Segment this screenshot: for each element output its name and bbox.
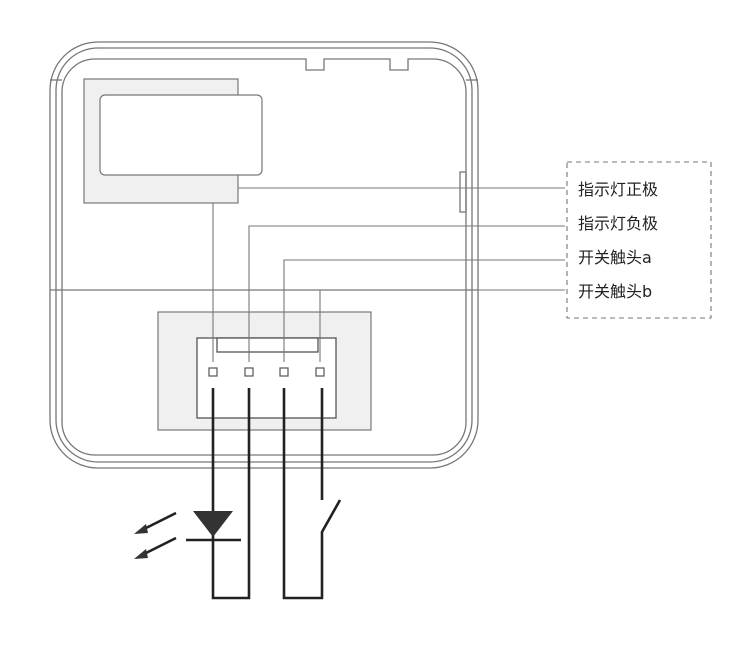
label-switch-contact-b: 开关触头b <box>578 282 653 301</box>
wire-switch-loop <box>282 388 342 600</box>
leader-line-3 <box>283 259 565 362</box>
leader-line-4 <box>319 289 565 362</box>
housing-mid <box>55 47 473 463</box>
wire-led-loop <box>211 388 251 600</box>
label-led-negative: 指示灯负极 <box>578 214 659 233</box>
light-arrow-icon <box>134 524 148 534</box>
pin-4 <box>315 367 325 377</box>
led-icon <box>193 511 233 537</box>
light-arrow-icon <box>134 549 148 559</box>
housing-outer <box>49 41 479 469</box>
label-box <box>566 161 712 319</box>
housing-inner <box>61 58 467 456</box>
indicator-window <box>99 94 263 176</box>
pin-3 <box>279 367 289 377</box>
pin-2 <box>244 367 254 377</box>
label-led-positive: 指示灯正极 <box>578 180 659 199</box>
connector-slot <box>216 337 319 353</box>
label-switch-contact-a: 开关触头a <box>578 248 652 267</box>
pin-1 <box>208 367 218 377</box>
leader-line-2 <box>248 225 565 362</box>
